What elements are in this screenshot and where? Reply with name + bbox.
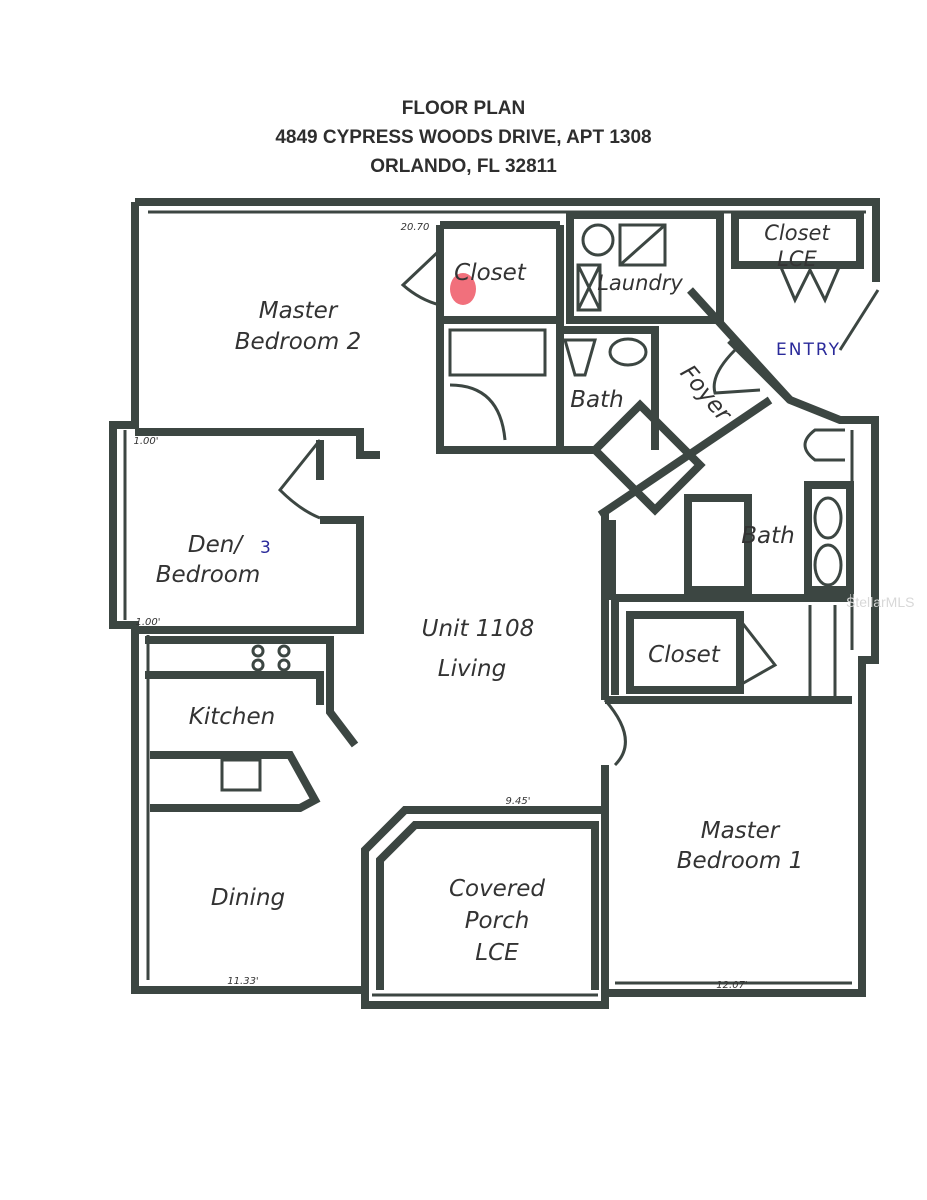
room-label: Den/ xyxy=(188,532,244,558)
handwritten-entry: ENTRY xyxy=(776,340,841,360)
watermark: StellarMLS xyxy=(846,594,914,610)
stove-burner-icon xyxy=(251,644,265,658)
wall xyxy=(601,510,852,990)
handwritten-3: 3 xyxy=(260,538,273,558)
room-label: Unit 1108 xyxy=(422,616,535,642)
kitchen-sink-icon xyxy=(220,758,262,792)
closet-lce-door xyxy=(778,264,842,304)
room-label: Closet xyxy=(764,221,830,245)
plan-title: FLOOR PLAN xyxy=(401,98,526,119)
room-label: Master xyxy=(701,818,781,844)
den-door xyxy=(277,439,322,520)
bed1-door xyxy=(603,699,627,767)
marker-dot xyxy=(450,273,476,305)
wall xyxy=(611,600,744,695)
room-label: Master xyxy=(259,298,339,324)
room-label: Bedroom 1 xyxy=(677,848,803,874)
sink-icon xyxy=(813,496,843,540)
entry-door xyxy=(712,348,761,395)
room-label: LCE xyxy=(475,940,519,966)
toilet-icon xyxy=(803,428,845,462)
room-label: LCE xyxy=(777,247,817,271)
closet-door xyxy=(400,248,442,307)
wall xyxy=(608,481,854,602)
plan-address: 4849 CYPRESS WOODS DRIVE, APT 1308 xyxy=(275,127,652,148)
room-label: Closet xyxy=(454,260,527,286)
dimension-label: 9.45' xyxy=(505,796,530,807)
dimension-label: 1.00' xyxy=(133,436,158,447)
dimension-label: 11.33' xyxy=(227,976,258,987)
room-label: Bath xyxy=(570,387,623,413)
wall xyxy=(135,221,600,459)
porch-wall xyxy=(361,806,605,990)
room-label: Covered xyxy=(449,876,545,902)
room-label: Laundry xyxy=(597,271,683,295)
exterior-wall xyxy=(109,198,880,1009)
dryer-icon xyxy=(576,223,667,312)
sink-icon xyxy=(813,543,843,587)
room-label: Foyer xyxy=(675,360,737,427)
dimension-label: 12.07' xyxy=(716,980,747,991)
room-label: Dining xyxy=(211,885,285,911)
stove-burner-icon xyxy=(251,658,265,672)
room-label: Bath xyxy=(741,523,794,549)
toilet-icon xyxy=(563,338,597,377)
stove-burner-icon xyxy=(277,644,291,658)
stove-burner-icon xyxy=(277,658,291,672)
dimension-label: 20.70 xyxy=(401,222,430,233)
exterior-wall-inner xyxy=(123,210,866,997)
wall xyxy=(135,440,364,634)
foyer-wall xyxy=(597,287,793,519)
room-label: Bedroom 2 xyxy=(235,329,361,355)
sink-icon xyxy=(608,337,648,367)
dimension-label: 1.00' xyxy=(135,617,160,628)
room-label: Porch xyxy=(465,908,530,934)
room-label: Kitchen xyxy=(189,704,275,730)
bath-tub xyxy=(448,328,547,441)
closet-door xyxy=(738,605,837,700)
wall xyxy=(560,326,706,516)
entry-pointer xyxy=(838,289,880,351)
plan-city: ORLANDO, FL 32811 xyxy=(370,156,557,177)
kitchen-counter xyxy=(145,636,359,812)
room-label: Bedroom xyxy=(156,562,261,588)
washer-icon xyxy=(581,223,615,257)
room-label: Closet xyxy=(648,642,721,668)
room-label: Living xyxy=(438,656,506,682)
